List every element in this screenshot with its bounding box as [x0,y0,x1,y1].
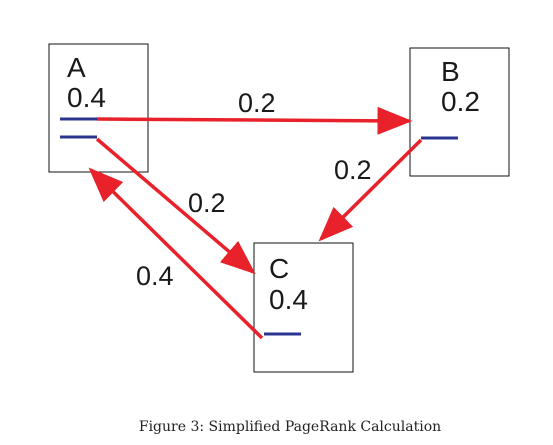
edge-label-b-to-c: 0.2 [334,155,372,185]
node-b-rank: 0.2 [441,86,480,117]
node-b-box [409,47,510,177]
node-c: C 0.4 [253,242,354,373]
node-a-box [48,43,149,173]
edge-label-a-to-b: 0.2 [238,88,276,118]
edge-label-c-to-a: 0.4 [136,261,174,291]
figure-caption: Figure 3: Simplified PageRank Calculatio… [139,419,441,435]
node-b: B 0.2 [409,47,510,177]
node-b-name: B [441,56,460,87]
node-c-box [253,242,354,373]
edge-b-to-c [318,138,423,242]
node-c-name: C [269,253,289,284]
edge-a-to-c [95,137,256,275]
node-a-name: A [67,52,86,83]
node-c-rank: 0.4 [269,284,308,315]
edge-a-to-b [96,106,413,135]
edge-c-to-a [88,167,264,340]
edge-label-a-to-c: 0.2 [188,188,226,218]
node-a: A 0.4 [48,43,149,173]
node-a-rank: 0.4 [67,82,106,113]
